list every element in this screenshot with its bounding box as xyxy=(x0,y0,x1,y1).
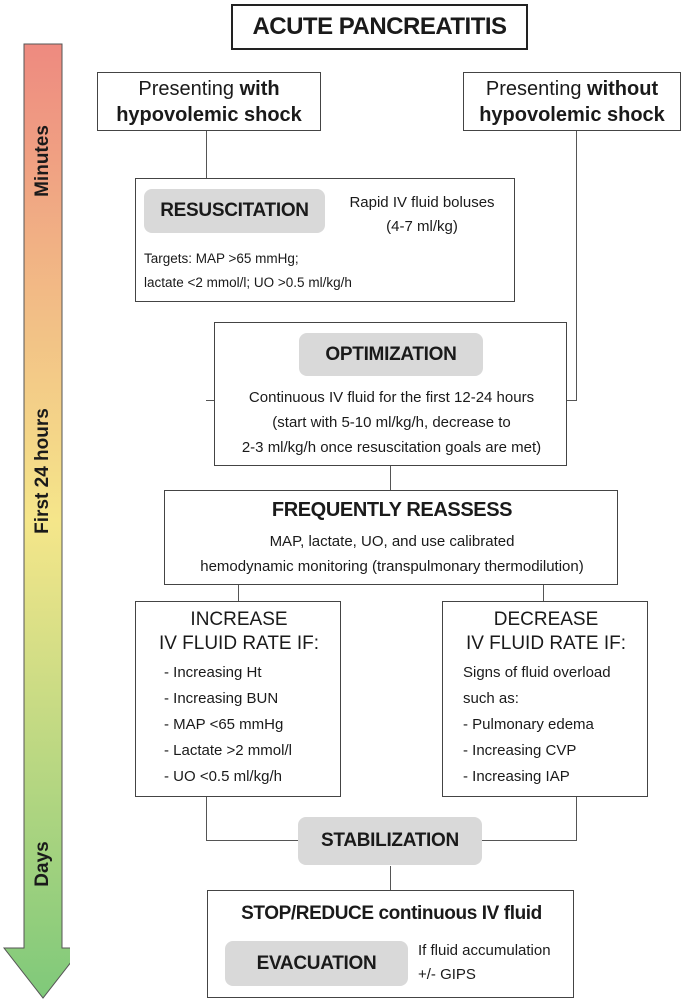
resuscitation-fluid-line1: Rapid IV fluid boluses xyxy=(349,194,495,211)
evacuation-note: If fluid accumulation +/- GIPS xyxy=(418,939,551,987)
presenting-without-text: Presenting xyxy=(485,78,588,100)
timeline-label-first-24-hours: First 24 hours xyxy=(32,408,53,534)
optimization-text: Continuous IV fluid for the first 12-24 … xyxy=(215,385,568,460)
connector xyxy=(576,130,577,400)
presenting-with-text: Presenting xyxy=(138,78,240,100)
evacuation-note-line1: If fluid accumulation xyxy=(418,942,551,959)
connector xyxy=(576,797,577,841)
evacuation-label: EVACUATION xyxy=(225,941,408,986)
presenting-with-shock-box: Presenting with hypovolemic shock xyxy=(97,72,321,131)
presenting-with-bold: with xyxy=(239,78,280,100)
resuscitation-box: RESUSCITATION Rapid IV fluid boluses (4-… xyxy=(135,178,515,302)
reassess-line1: MAP, lactate, UO, and use calibrated xyxy=(269,533,515,550)
list-item: Signs of fluid overload xyxy=(463,664,611,681)
decrease-title-line2: IV FLUID RATE IF: xyxy=(465,633,627,654)
connector xyxy=(206,797,207,841)
increase-title-line2: IV FLUID RATE IF: xyxy=(158,633,320,654)
optimization-line1: Continuous IV fluid for the first 12-24 … xyxy=(248,389,535,406)
resuscitation-fluid-text: Rapid IV fluid boluses (4-7 ml/kg) xyxy=(332,191,512,239)
reassess-text: MAP, lactate, UO, and use calibrated hem… xyxy=(165,529,619,579)
resuscitation-targets-line1: Targets: MAP >65 mmHg; xyxy=(144,251,299,266)
connector xyxy=(206,400,215,401)
list-item: - MAP <65 mmHg xyxy=(164,716,284,733)
connector xyxy=(390,466,391,490)
presenting-without-shock-bold: hypovolemic shock xyxy=(479,104,665,126)
stop-reduce-box: STOP/REDUCE continuous IV fluid EVACUATI… xyxy=(207,890,574,998)
optimization-line2: (start with 5-10 ml/kg/h, decrease to xyxy=(272,414,511,431)
list-item: - Increasing CVP xyxy=(463,742,577,759)
list-item: - UO <0.5 ml/kg/h xyxy=(164,768,282,785)
list-item: - Lactate >2 mmol/l xyxy=(164,742,292,759)
timeline-arrow xyxy=(2,43,70,999)
increase-title-line1: INCREASE xyxy=(190,609,288,630)
list-item: such as: xyxy=(463,690,519,707)
connector xyxy=(206,840,298,841)
timeline-label-minutes: Minutes xyxy=(32,125,53,197)
optimization-label: OPTIMIZATION xyxy=(299,333,483,376)
connector xyxy=(482,840,577,841)
timeline-label-days: Days xyxy=(32,841,53,887)
connector xyxy=(206,130,207,178)
reassess-line2: hemodynamic monitoring (transpulmonary t… xyxy=(200,558,584,575)
reassess-label: FREQUENTLY REASSESS xyxy=(271,499,513,521)
increase-box: INCREASE IV FLUID RATE IF: - Increasing … xyxy=(135,601,341,797)
optimization-box: OPTIMIZATION Continuous IV fluid for the… xyxy=(214,322,567,466)
resuscitation-fluid-line2: (4-7 ml/kg) xyxy=(386,218,458,235)
connector xyxy=(238,585,239,601)
page-title-box: ACUTE PANCREATITIS xyxy=(231,4,528,50)
increase-title: INCREASE IV FLUID RATE IF: xyxy=(136,608,342,656)
list-item: - Increasing BUN xyxy=(164,690,279,707)
resuscitation-label: RESUSCITATION xyxy=(144,189,325,233)
decrease-list: Signs of fluid overload such as: - Pulmo… xyxy=(463,660,611,790)
presenting-without-shock-box: Presenting without hypovolemic shock xyxy=(463,72,681,131)
evacuation-note-line2: +/- GIPS xyxy=(418,966,476,983)
decrease-title: DECREASE IV FLUID RATE IF: xyxy=(443,608,649,656)
list-item: - Increasing IAP xyxy=(463,768,570,785)
optimization-line3: 2-3 ml/kg/h once resuscitation goals are… xyxy=(241,439,542,456)
decrease-title-line1: DECREASE xyxy=(493,609,599,630)
list-item: - Pulmonary edema xyxy=(463,716,594,733)
stop-reduce-label: STOP/REDUCE continuous IV fluid xyxy=(241,903,542,924)
presenting-with-shock-bold: hypovolemic shock xyxy=(116,104,302,126)
connector xyxy=(390,866,391,890)
connector xyxy=(206,400,207,401)
stabilization-label: STABILIZATION xyxy=(298,817,482,865)
page-title: ACUTE PANCREATITIS xyxy=(252,13,507,40)
decrease-box: DECREASE IV FLUID RATE IF: Signs of flui… xyxy=(442,601,648,797)
connector xyxy=(543,585,544,601)
resuscitation-targets: Targets: MAP >65 mmHg; lactate <2 mmol/l… xyxy=(144,247,352,295)
increase-list: - Increasing Ht - Increasing BUN - MAP <… xyxy=(164,660,292,790)
connector xyxy=(566,400,577,401)
list-item: - Increasing Ht xyxy=(164,664,262,681)
presenting-without-bold: without xyxy=(587,78,659,100)
reassess-box: FREQUENTLY REASSESS MAP, lactate, UO, an… xyxy=(164,490,618,585)
resuscitation-targets-line2: lactate <2 mmol/l; UO >0.5 ml/kg/h xyxy=(144,275,352,290)
